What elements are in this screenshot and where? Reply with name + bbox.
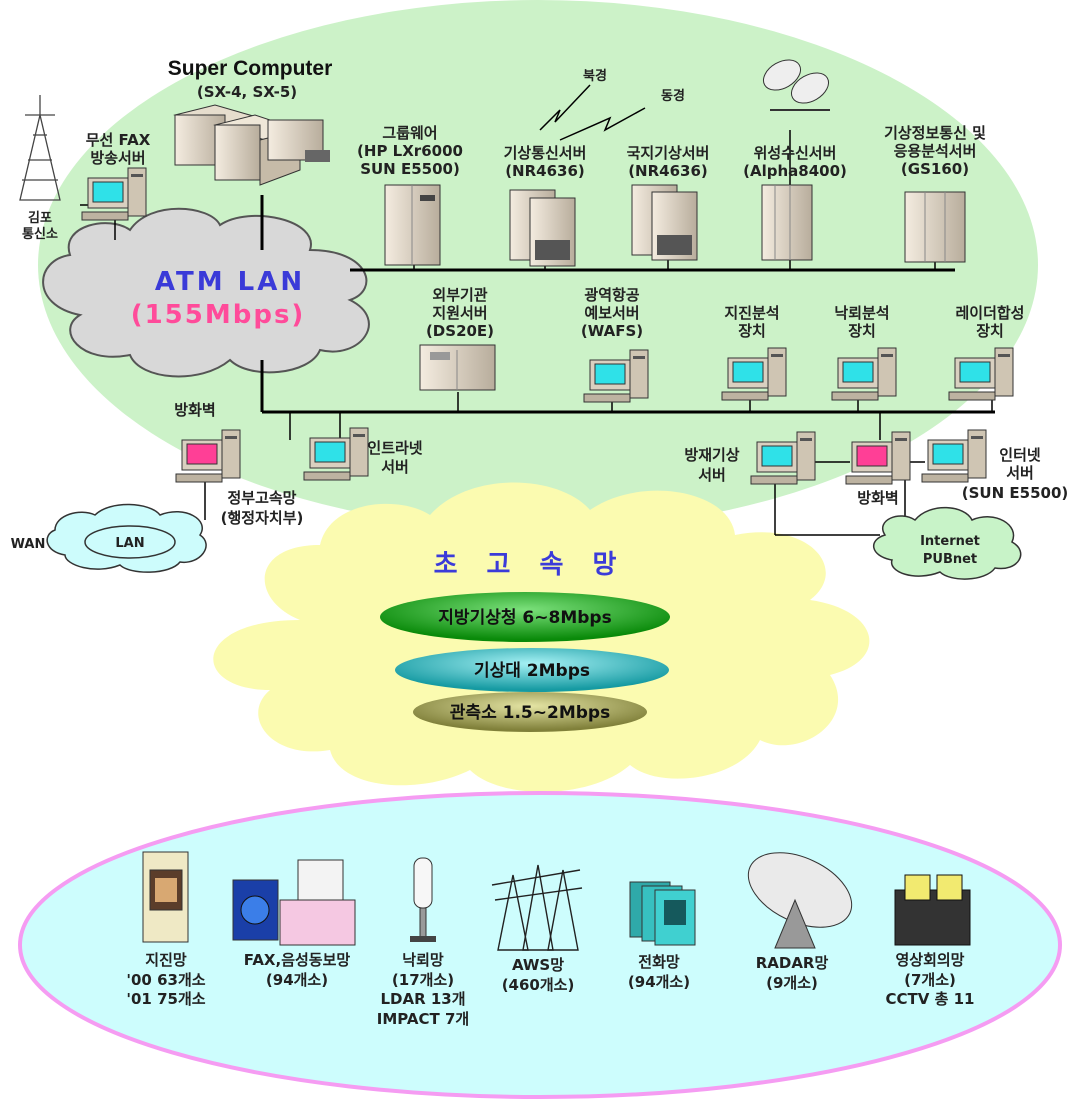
groupware-line1: 그룹웨어 [382,124,437,142]
super-computer-icon[interactable] [173,104,330,186]
band-observatory [413,692,647,732]
external-server-line1: 외부기관 [432,286,487,304]
radar-device-line1: 레이더합성 [955,304,1024,322]
aws-line2: (460개소) [502,976,575,994]
disaster-line1: 방재기상 [684,446,739,464]
super-computer-label: Super Computer [168,57,333,80]
lightning-line2: 장치 [848,322,876,340]
intranet-line2: 서버 [381,458,409,476]
phone-line1: 전화망 [638,953,680,971]
info-server-line1: 기상정보통신 및 [884,124,986,142]
internet-server-icon[interactable] [921,429,987,483]
external-server-icon[interactable] [419,344,496,391]
north-direction: 북경 [583,68,607,84]
lightning-line1: 낙뢰분석 [834,304,889,322]
info-server-line3: (GS160) [901,160,969,178]
satellite-dish-icon [763,59,830,111]
video-line1: 영상회의망 [895,951,964,969]
internet-cloud-line2: PUBnet [923,552,977,567]
band-station-label: 기상대 2Mbps [474,661,590,681]
video-network-icon[interactable] [894,874,971,946]
satellite-server-line2: (Alpha8400) [743,162,847,180]
radio-tower-icon [19,95,61,201]
band-regional-label: 지방기상청 6~8Mbps [438,607,611,628]
comm-server-line1: 기상통신서버 [504,144,587,162]
gov-network-line1: 정부고속망 [227,489,296,507]
internet-server-line2: 서버 [1006,464,1034,482]
firewall-left-label: 방화벽 [174,401,215,419]
info-server-line2: 응용분석서버 [894,142,977,160]
groupware-line2: (HP LXr6000 [357,142,463,160]
quake-line1: 지진분석 [724,304,779,322]
external-server-line2: 지원서버 [432,304,487,322]
video-line2: (7개소) [904,971,956,989]
seismic-line1: 지진망 [145,951,187,969]
gimpo-line1: 김포 [28,211,52,226]
firewall-right-label: 방화벽 [857,489,898,507]
aws-line1: AWS망 [512,956,564,974]
seismic-line3: '01 75개소 [126,990,205,1008]
band-regional [380,592,670,642]
atm-lan-speed: (155Mbps) [131,300,306,330]
local-server-line2: (NR4636) [628,162,708,180]
gimpo-line2: 통신소 [22,227,58,242]
radar-net-line2: (9개소) [766,974,818,992]
radar-device-line2: 장치 [976,322,1004,340]
radio-fax-line1: 무선 FAX [86,131,151,149]
seismic-line2: '00 63개소 [126,971,205,989]
aws-network-icon [491,864,583,951]
wafs-line1: 광역항공 [584,286,639,304]
phone-network-icon[interactable] [629,881,696,946]
atm-lan-label: ATM LAN [155,267,305,297]
band-station [395,648,669,692]
wafs-line3: (WAFS) [581,322,643,340]
fax-line2: (94개소) [266,971,328,989]
video-line3: CCTV 총 11 [886,990,975,1008]
quake-line2: 장치 [738,322,766,340]
lightning-net-line2: (17개소) [392,971,454,989]
lightning-network-icon[interactable] [410,857,436,942]
radar-net-line1: RADAR망 [756,954,829,972]
comm-server-line2: (NR4636) [505,162,585,180]
gov-network-line2: (행정자치부) [221,509,304,527]
internet-server-line1: 인터넷 [999,446,1041,464]
lan-label: LAN [115,536,144,551]
radar-network-icon[interactable] [737,838,864,949]
intranet-line1: 인트라넷 [367,439,422,457]
phone-line2: (94개소) [628,973,690,991]
lightning-net-line1: 낙뢰망 [402,951,444,969]
highspeed-title: 초 고 속 망 [434,550,627,580]
fax-line1: FAX,음성동보망 [244,951,351,969]
satellite-server-icon[interactable] [761,184,813,261]
band-observatory-label: 관측소 1.5~2Mbps [450,703,610,723]
comm-server-icon[interactable] [509,189,576,267]
atm-lan-cloud[interactable] [42,207,370,378]
wan-label: WAN [11,537,46,552]
local-server-line1: 국지기상서버 [627,144,710,162]
seismic-network-icon[interactable] [142,851,189,943]
local-server-icon[interactable] [631,184,698,261]
disaster-line2: 서버 [698,466,726,484]
internet-cloud-line1: Internet [920,534,980,549]
groupware-line3: SUN E5500) [360,160,460,178]
external-server-line3: (DS20E) [426,322,494,340]
lightning-net-line4: IMPACT 7개 [377,1010,469,1028]
east-direction: 동경 [661,88,685,104]
fax-network-icon[interactable] [232,859,356,946]
internet-server-line3: (SUN E5500) [962,484,1068,502]
internet-cloud[interactable] [873,506,1022,580]
lightning-net-line3: LDAR 13개 [380,990,465,1008]
info-server-icon[interactable] [904,191,966,263]
wafs-line2: 예보서버 [584,304,639,322]
radio-fax-line2: 방송서버 [90,149,145,167]
groupware-server-icon[interactable] [384,184,441,266]
satellite-server-line1: 위성수신서버 [754,144,837,162]
super-computer-models: (SX-4, SX-5) [197,83,297,101]
